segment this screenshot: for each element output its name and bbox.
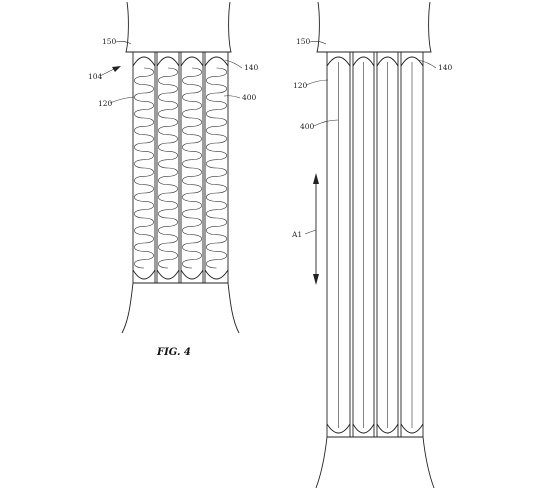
figure-caption: FIG. 4	[156, 347, 191, 358]
left-arrow-104	[99, 67, 117, 77]
right-end-arc-bottom	[326, 423, 351, 434]
right-label-140: 140	[438, 63, 453, 72]
left-end-arcs	[132, 56, 229, 280]
left-serpentine-spring	[134, 67, 154, 269]
axis-a1-arrow	[313, 173, 319, 285]
left-label-120: 120	[98, 99, 113, 108]
right-end-arc-bottom	[376, 423, 399, 434]
left-label-104: 104	[88, 72, 103, 81]
left-end-arc-top	[180, 56, 204, 67]
left-end-arc-bottom	[156, 269, 180, 280]
left-serpentine-spring	[158, 67, 178, 269]
right-end-arc-bottom	[352, 423, 375, 434]
right-end-arc-top	[352, 56, 375, 67]
right-band-assembly: 150 140 120 400 A1	[291, 1, 453, 489]
right-end-arcs	[326, 56, 424, 434]
right-label-400: 400	[300, 122, 315, 131]
left-channel-walls	[154, 52, 206, 283]
left-band-assembly: 150 140 104 120 400 FIG. 4	[88, 1, 259, 358]
right-label-a1: A1	[291, 230, 302, 239]
left-end-arc-bottom	[180, 269, 204, 280]
left-label-140: 140	[244, 63, 259, 72]
right-bottom-end-cap	[315, 436, 435, 489]
left-serpentine-spring	[182, 67, 202, 269]
right-channel-walls	[349, 52, 402, 437]
left-label-150: 150	[102, 37, 117, 46]
right-end-arc-top	[376, 56, 399, 67]
right-label-150: 150	[296, 37, 311, 46]
right-end-arc-top	[326, 56, 351, 67]
right-label-120: 120	[293, 81, 308, 90]
right-end-arc-bottom	[400, 423, 424, 434]
right-top-end-cap	[316, 1, 432, 53]
left-end-arc-top	[204, 56, 229, 67]
left-end-arc-bottom	[132, 269, 156, 280]
left-serpentine-springs	[134, 67, 227, 269]
left-bottom-end-cap	[121, 282, 240, 334]
left-label-400: 400	[242, 93, 257, 102]
right-end-arc-top	[400, 56, 424, 67]
left-end-arc-top	[132, 56, 156, 67]
left-end-arc-top	[156, 56, 180, 67]
left-serpentine-spring	[206, 67, 227, 269]
left-end-arc-bottom	[204, 269, 229, 280]
left-top-end-cap	[125, 1, 232, 53]
